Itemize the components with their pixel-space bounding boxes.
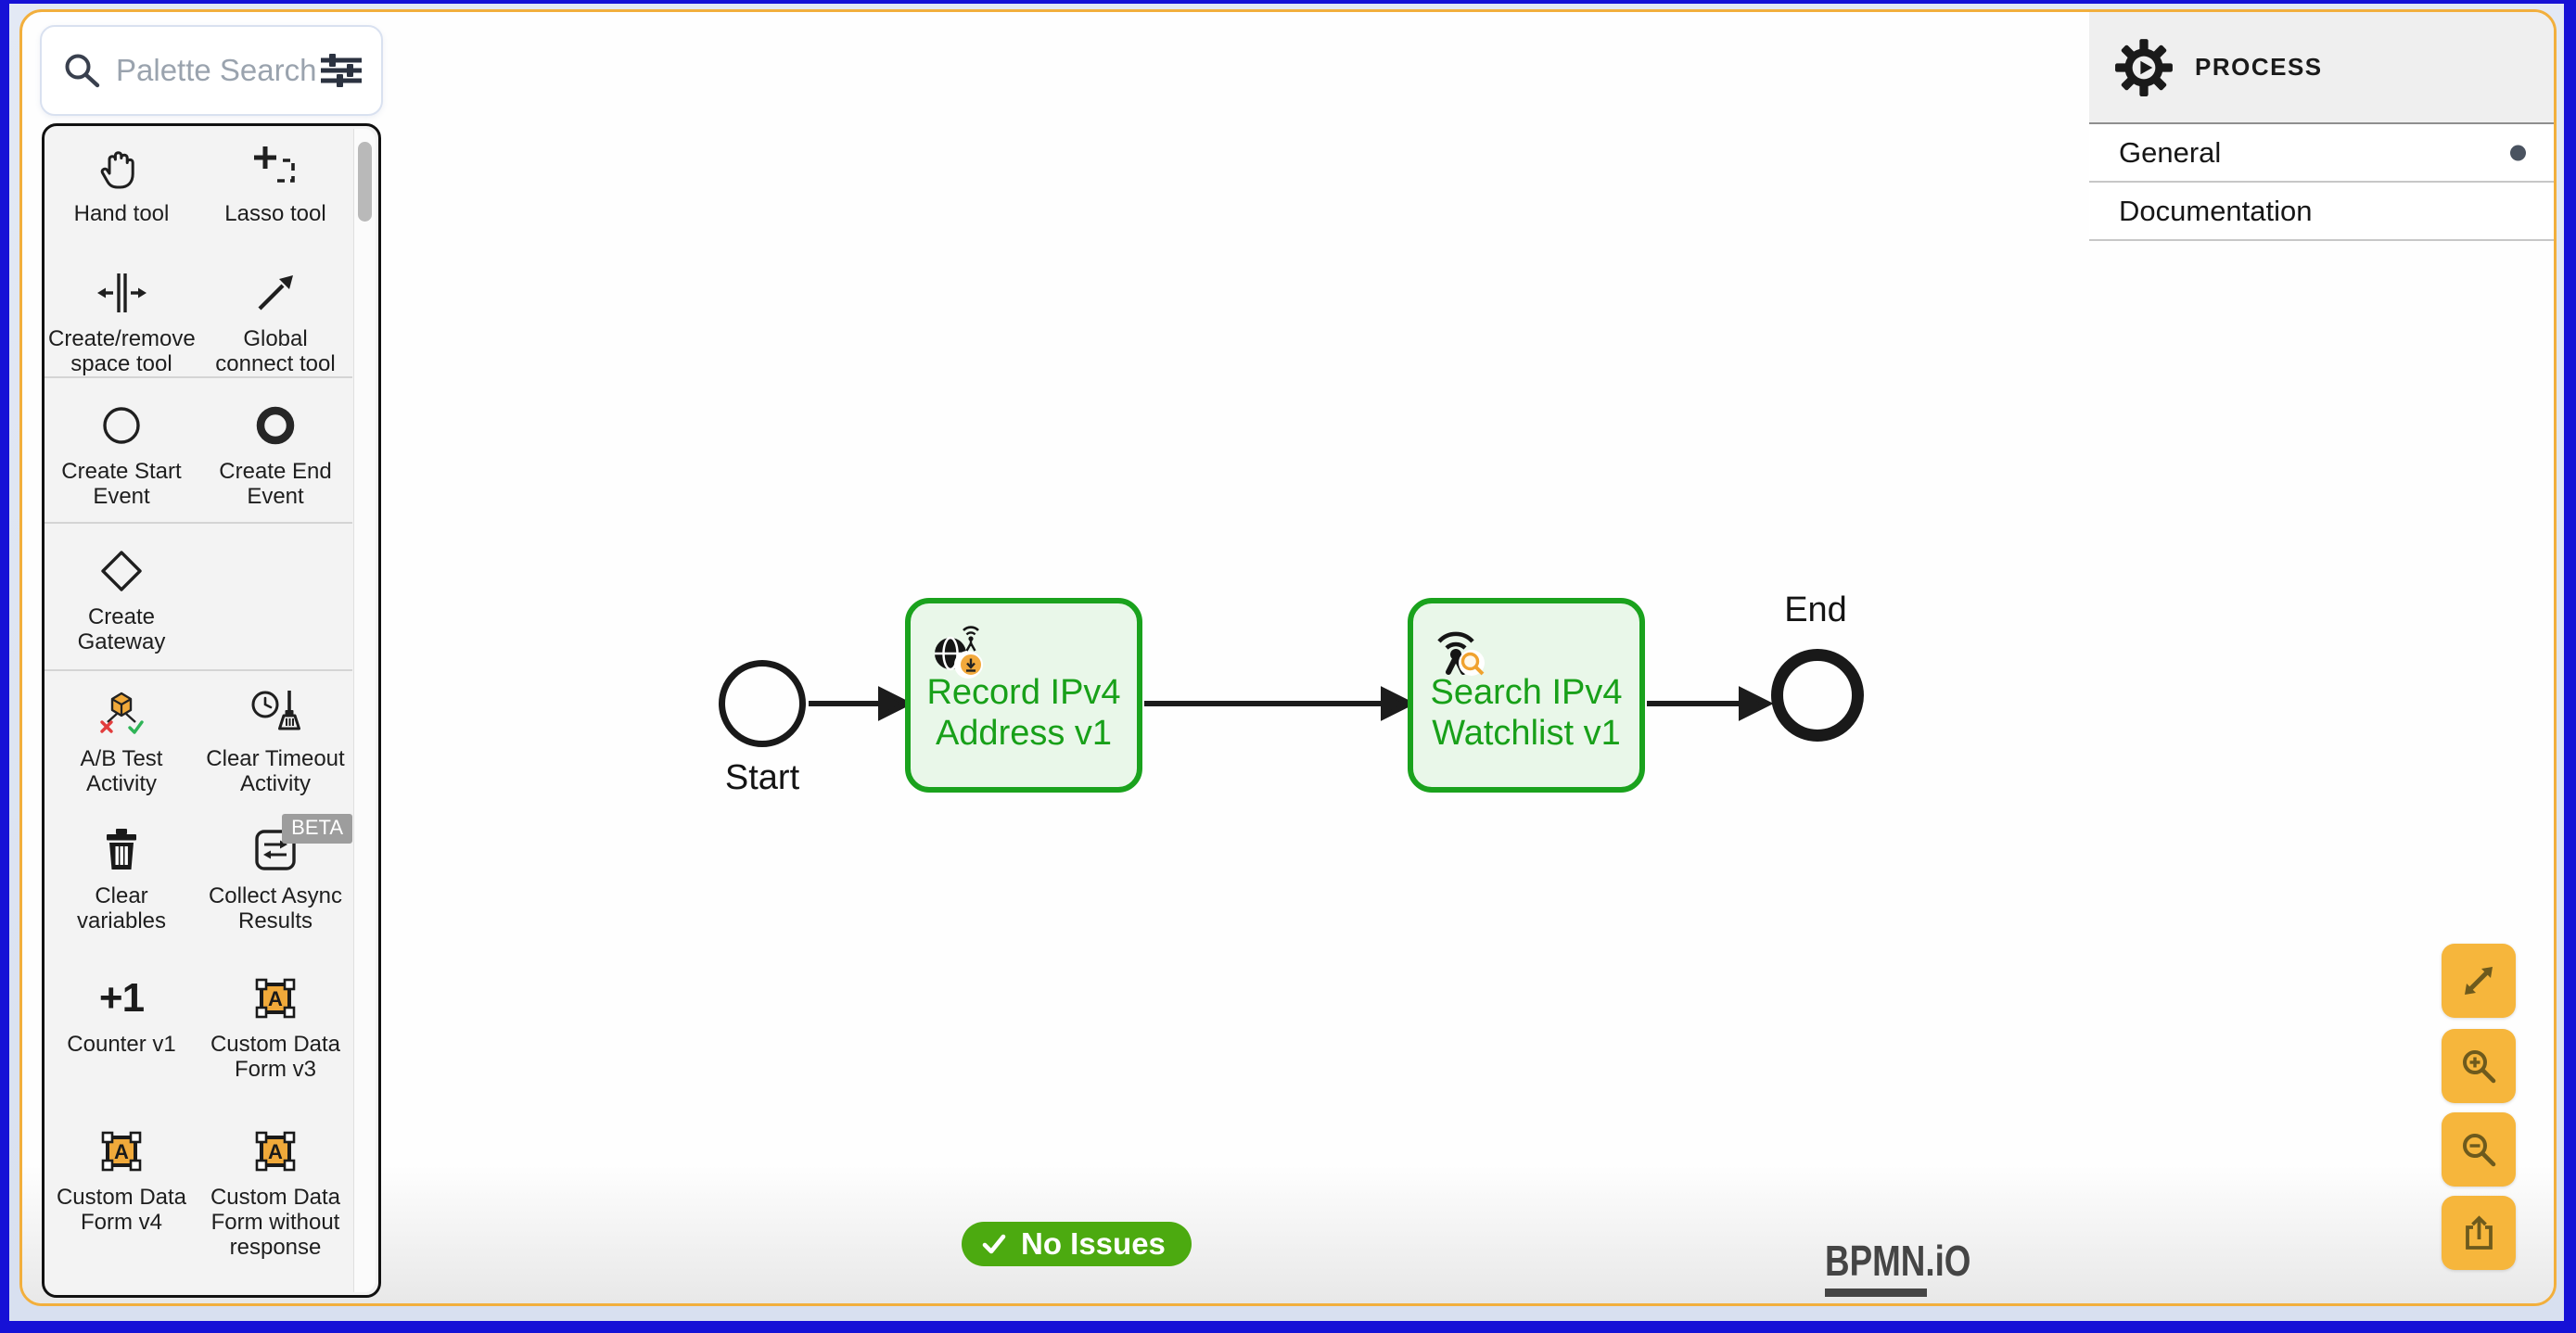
end-event[interactable] [1771,649,1864,742]
palette-group-custom: A/B Test Activity Clear Timeout Activity [45,671,352,1272]
palette-item-create-end-event[interactable]: Create End Event [198,378,352,522]
svg-text:A: A [268,987,283,1010]
palette-item-custom-data-form-v3[interactable]: A Custom Data Form v3 [198,957,352,1110]
palette-empty-cell [198,524,352,669]
fit-viewport-button[interactable] [2442,944,2516,1018]
logo-text: BPMN.iO [1825,1237,1971,1285]
status-label: No Issues [1021,1226,1166,1261]
task-label: Search IPv4 Watchlist v1 [1430,673,1623,753]
svg-text:A: A [114,1140,129,1163]
zoom-in-button[interactable] [2442,1029,2516,1103]
palette-item-counter-v1[interactable]: +1 Counter v1 [67,975,176,1057]
data-form-icon: A [255,1131,296,1172]
palette-item-clear-timeout-activity[interactable]: Clear Timeout Activity [198,671,352,808]
end-event-icon [256,406,295,445]
svg-text:A: A [268,1140,283,1163]
connect-arrow-icon [258,275,293,311]
tab-documentation[interactable]: Documentation [2089,183,2554,241]
palette-search-box [40,25,383,116]
validation-status-badge[interactable]: No Issues [962,1222,1192,1266]
export-button[interactable] [2442,1196,2516,1270]
palette-search-input[interactable] [116,53,318,88]
filter-sliders-icon[interactable] [318,52,364,89]
canvas-bottom-gradient [22,1164,2554,1303]
start-event-label: Start [724,758,800,797]
hand-icon [100,151,134,189]
data-form-icon: A [255,978,296,1019]
gateway-diamond-icon [101,551,142,591]
clock-broom-icon [251,691,300,730]
start-event-icon [103,407,140,444]
lasso-icon [254,146,295,183]
end-event-label: End [1784,590,1847,629]
palette-item-hand-tool[interactable]: Hand tool [45,126,198,251]
plus-one-icon: +1 [98,975,145,1021]
general-edited-dot [2510,145,2526,160]
trash-icon [107,829,136,870]
palette-group-gateway: Create Gateway [45,524,352,671]
palette-group-tools: Hand tool Lasso tool [45,126,352,378]
task-search-ipv4-watchlist[interactable]: Search IPv4 Watchlist v1 [1408,598,1645,793]
beta-badge: BETA [282,814,352,844]
zoom-out-icon [2463,1134,2496,1167]
properties-panel-header: PROCESS [2089,12,2554,124]
palette-item-custom-data-form-without-response[interactable]: A Custom Data Form without response [198,1110,352,1272]
search-icon [62,51,101,90]
palette-item-global-connect-tool[interactable]: Global connect tool [198,251,352,376]
start-event[interactable] [719,660,806,747]
zoom-out-button[interactable] [2442,1112,2516,1187]
editor-content: Start Record IPv [19,9,2557,1306]
palette-item-create-gateway[interactable]: Create Gateway [45,524,198,669]
task-record-ipv4-address[interactable]: Record IPv4 Address v1 [905,598,1142,793]
panel-title: PROCESS [2195,53,2323,81]
palette-item-create-start-event[interactable]: Create Start Event [45,378,198,522]
palette-item-collect-async-results[interactable]: BETA Collect Async Results [198,808,352,957]
antenna-search-icon [1437,631,1485,676]
task-label: Record IPv4 Address v1 [926,673,1121,753]
palette-scrollbar-thumb[interactable] [358,142,372,222]
globe-download-icon [935,626,983,679]
async-arrows-icon [255,830,296,870]
palette-scrollbar-track[interactable] [353,129,376,1292]
palette-item-clear-variables[interactable]: Clear variables [45,808,198,957]
palette-item-space-tool[interactable]: Create/remove space tool [45,251,198,376]
zoom-in-icon [2463,1050,2496,1084]
data-form-icon: A [101,1131,142,1172]
space-tool-icon [97,273,147,312]
tab-general[interactable]: General [2089,124,2554,183]
palette-item-custom-data-form-v4[interactable]: A Custom Data Form v4 [45,1110,198,1272]
check-icon [982,1234,1006,1254]
palette-group-events: Create Start Event Create End Event [45,378,352,524]
ab-test-icon [100,692,144,734]
palette-item-ab-test-activity[interactable]: A/B Test Activity [45,671,198,808]
palette-item-lasso-tool[interactable]: Lasso tool [198,126,352,251]
element-palette: Hand tool Lasso tool [42,123,381,1298]
share-icon [2466,1215,2493,1250]
bpmn-io-logo[interactable]: BPMN.iO [1825,1236,2008,1297]
gear-play-icon [2115,38,2173,96]
expand-icon [2465,967,2493,995]
properties-panel: PROCESS General Documentation [2089,12,2554,1303]
logo-underline [1825,1289,1927,1297]
